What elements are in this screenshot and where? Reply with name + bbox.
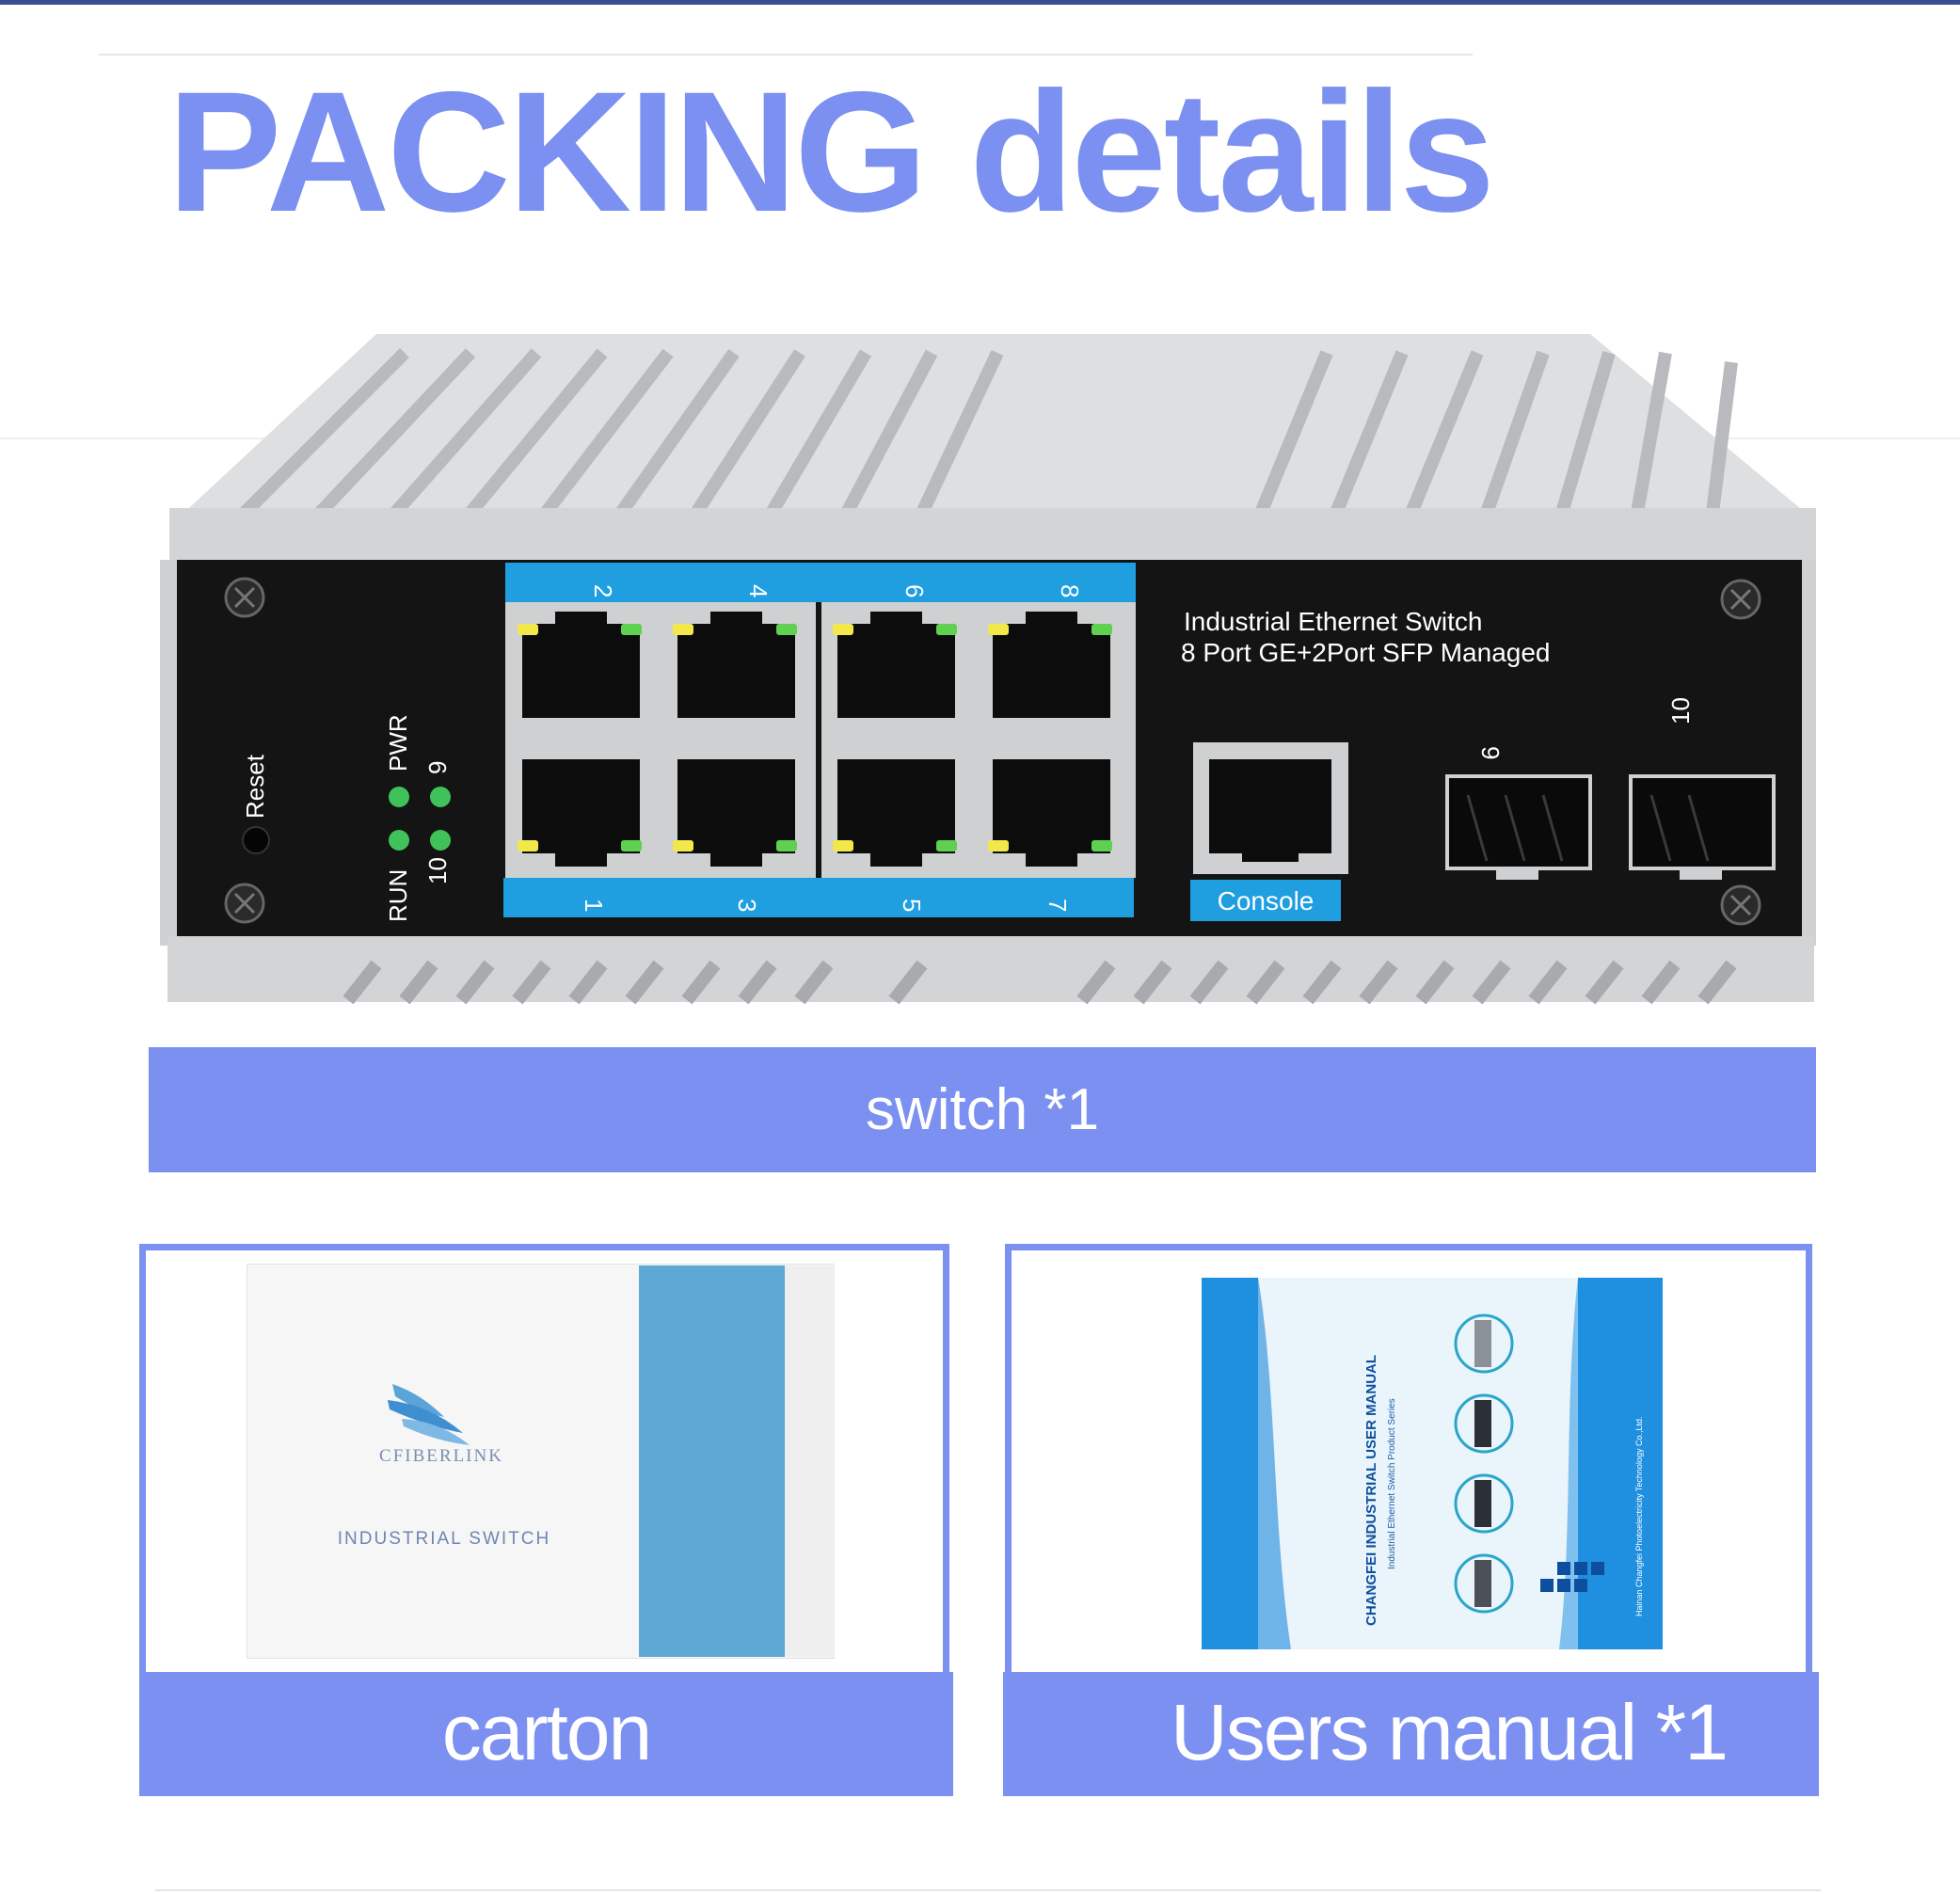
manual-caption: Users manual *1 xyxy=(1171,1688,1729,1776)
led-10-label: 10 xyxy=(423,857,452,884)
sfp-port[interactable] xyxy=(1445,774,1776,870)
port-label-7: 7 xyxy=(1044,899,1072,912)
title-rule xyxy=(99,54,1473,56)
reset-button[interactable] xyxy=(242,826,270,854)
bottom-fins xyxy=(343,960,1737,1005)
industrial-switch-image: Reset PWR 9 RUN 10 2 4 6 8 1 3 5 7 xyxy=(160,334,1816,1005)
switch-device-icon xyxy=(1454,1313,1514,1614)
carton-brand: CFIBERLINK xyxy=(379,1446,503,1466)
bottom-rule xyxy=(155,1889,1821,1891)
port-strip-top xyxy=(505,563,1136,602)
led-9-label: 9 xyxy=(423,761,452,774)
manual-title: CHANGFEI INDUSTRIAL USER MANUAL xyxy=(1363,1355,1379,1626)
port-label-8: 8 xyxy=(1056,584,1084,597)
port-strip-bottom xyxy=(503,878,1134,917)
console-label-bg xyxy=(1190,880,1341,921)
product-line-1: Industrial Ethernet Switch xyxy=(1184,607,1483,636)
carton-stripe xyxy=(639,1265,785,1657)
pwr-label: PWR xyxy=(384,714,412,772)
switch-caption: switch *1 xyxy=(865,1077,1100,1142)
carton-caption: carton xyxy=(441,1688,652,1776)
manual-company: Hainan Changfei Photoelectricity Technol… xyxy=(1634,1417,1644,1616)
top-border xyxy=(0,0,1960,5)
page-title: PACKING details xyxy=(167,56,1495,247)
carton-caption-band: carton xyxy=(139,1672,953,1796)
product-line-2: 8 Port GE+2Port SFP Managed xyxy=(1181,638,1550,667)
port-led-icon xyxy=(518,624,1112,852)
carton-image: CFIBERLINK INDUSTRIAL SWITCH xyxy=(247,1264,835,1659)
run-label: RUN xyxy=(384,869,412,922)
user-manual-image: CHANGFEI INDUSTRIAL USER MANUAL Industri… xyxy=(1202,1278,1663,1649)
port-label-3: 3 xyxy=(733,899,761,912)
port-label-1: 1 xyxy=(580,899,608,912)
carton-label: INDUSTRIAL SWITCH xyxy=(338,1529,550,1549)
switch-caption-band: switch *1 xyxy=(149,1047,1816,1172)
rj45-port[interactable] xyxy=(522,624,1110,853)
brand-logo-icon xyxy=(388,1384,470,1445)
manual-caption-band: Users manual *1 xyxy=(1003,1672,1819,1796)
manual-subtitle: Industrial Ethernet Switch Product Serie… xyxy=(1387,1398,1397,1569)
sfp-label-10: 10 xyxy=(1666,697,1695,724)
sfp-label-9: 9 xyxy=(1476,746,1505,759)
status-led-icon xyxy=(389,787,451,851)
housing-rim-top xyxy=(169,508,1816,560)
port-label-5: 5 xyxy=(898,899,926,912)
reset-label: Reset xyxy=(241,754,269,819)
console-label: Console xyxy=(1218,886,1315,915)
heatsink-fins xyxy=(240,348,1738,517)
port-label-6: 6 xyxy=(900,584,929,597)
port-label-4: 4 xyxy=(744,584,773,597)
port-label-2: 2 xyxy=(589,584,617,597)
